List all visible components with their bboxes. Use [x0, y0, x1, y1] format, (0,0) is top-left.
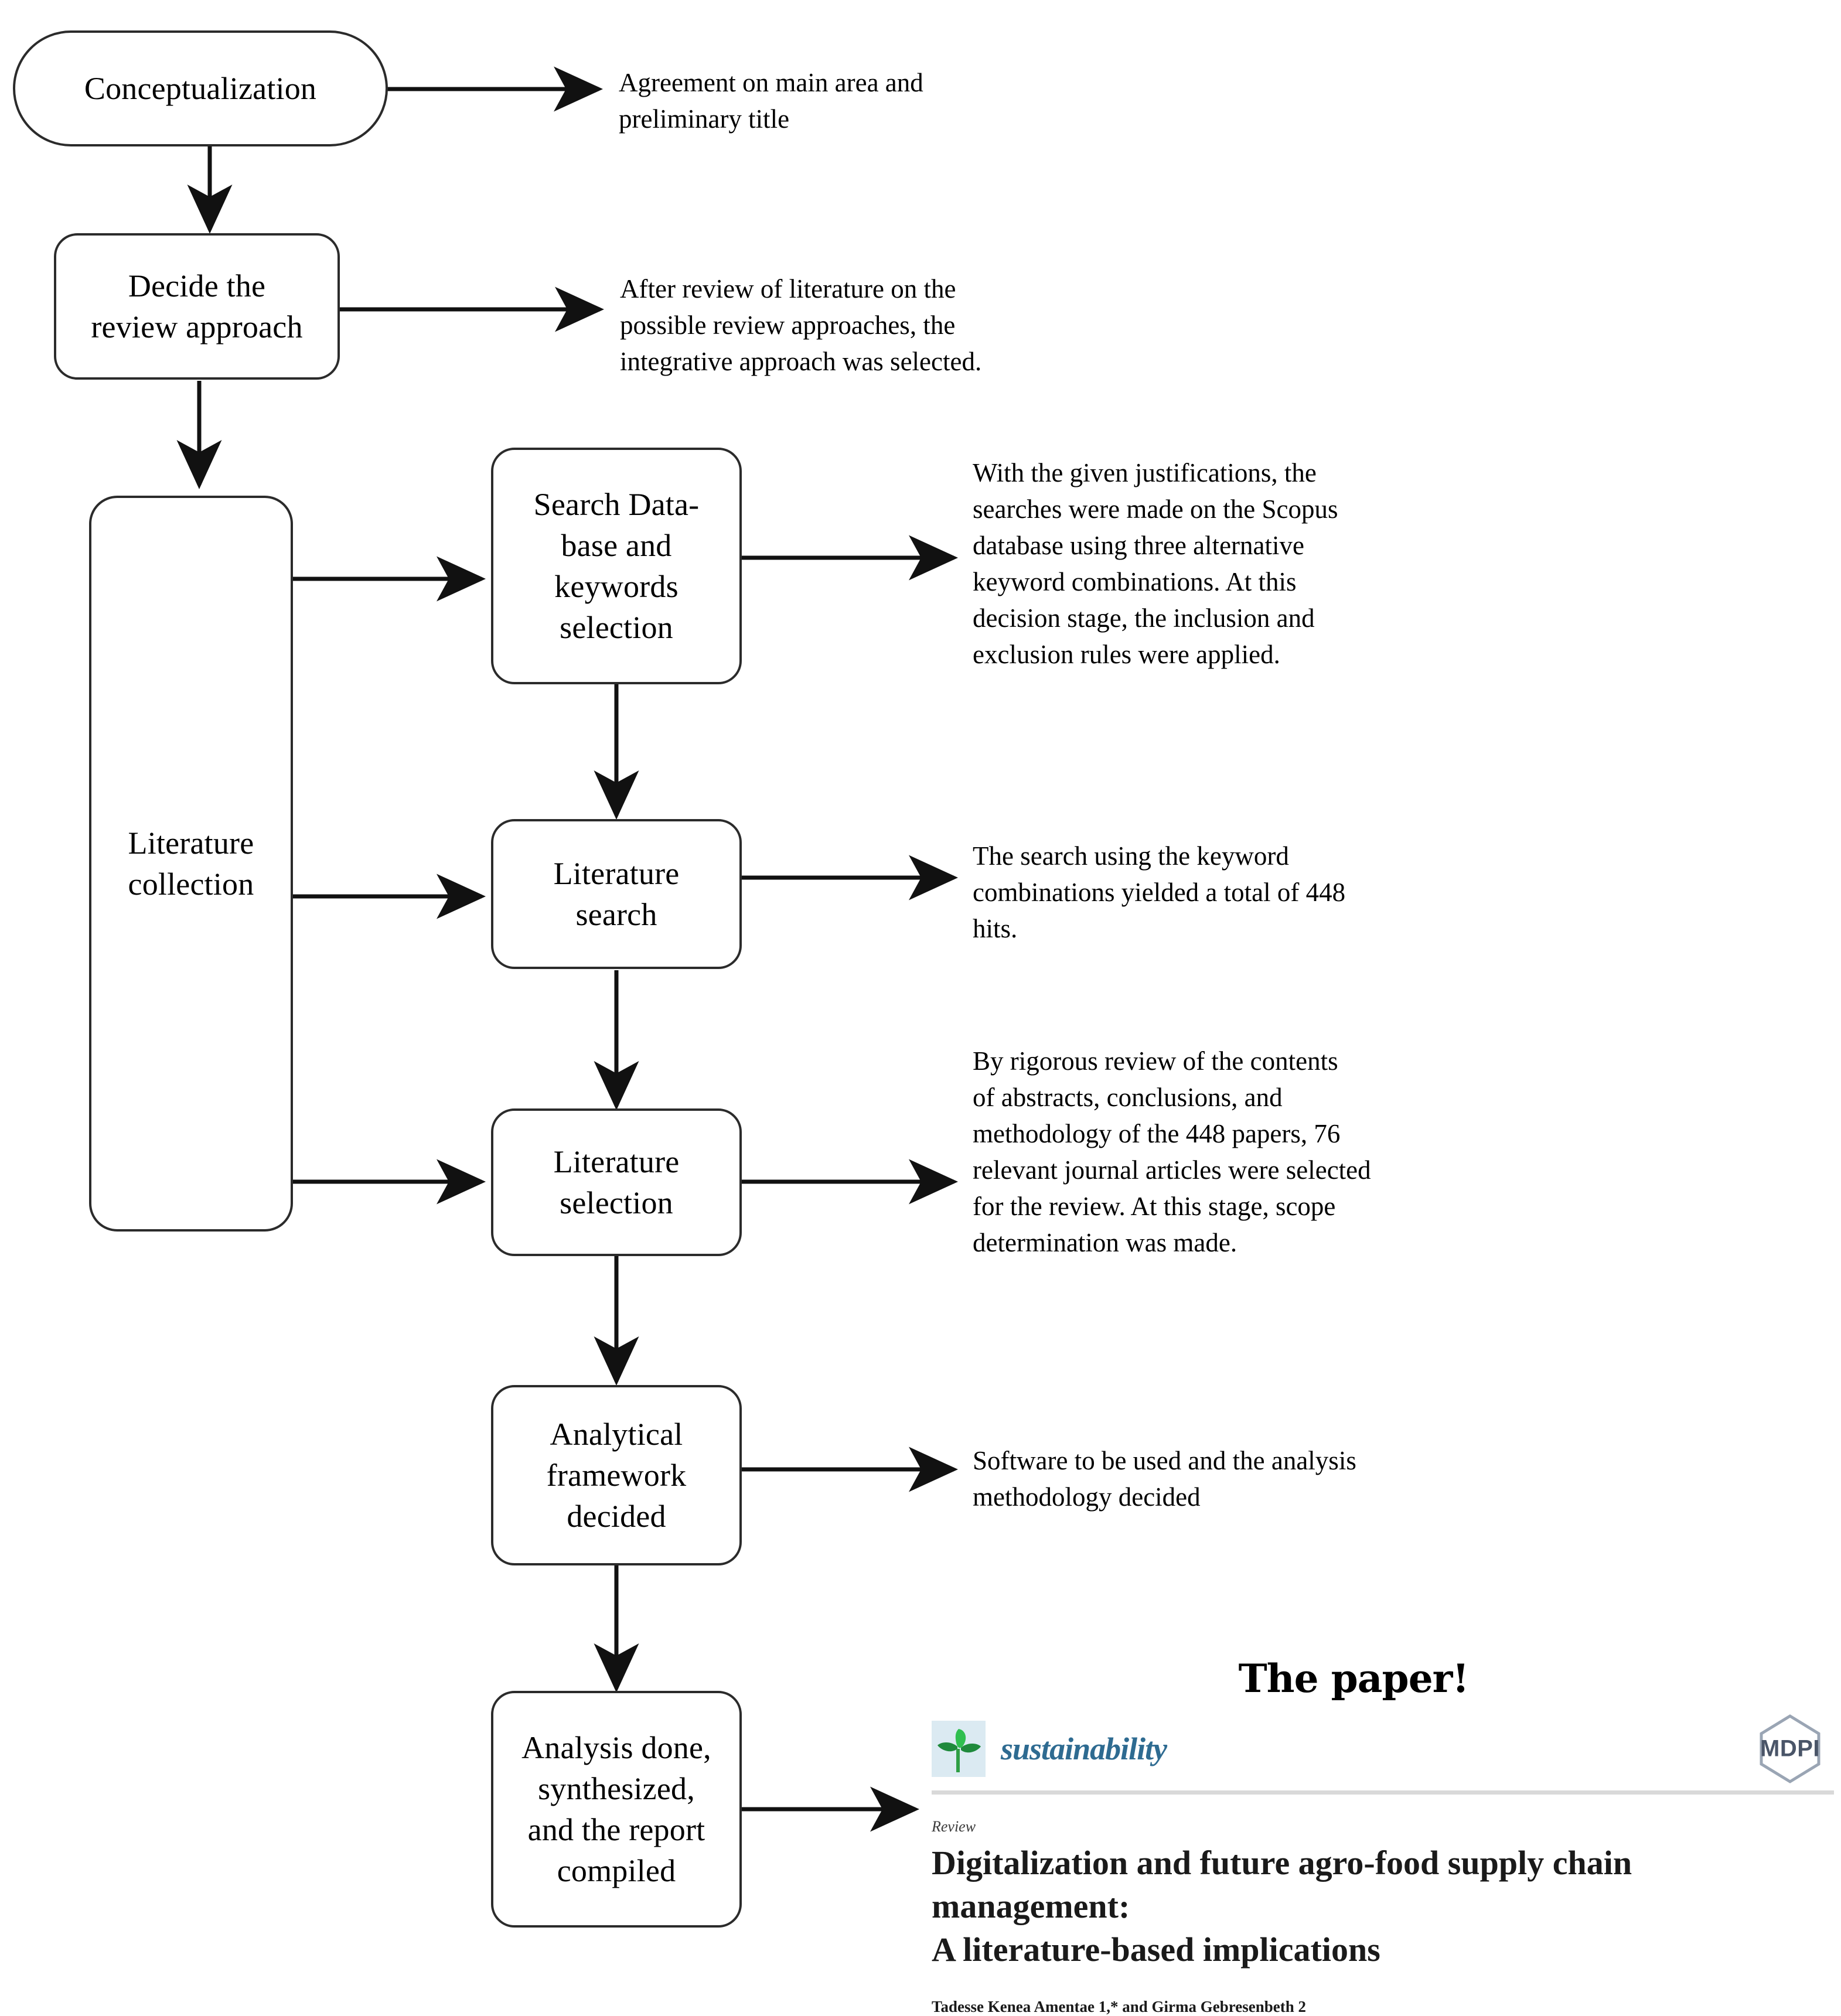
journal-title: sustainability	[1001, 1731, 1167, 1766]
mdpi-logo: MDPI	[1746, 1711, 1834, 1786]
annotation-literature-selection: By rigorous review of the contents of ab…	[973, 1046, 1371, 1258]
paper-header: sustainability MDPI	[932, 1711, 1834, 1787]
node-analytical-framework[interactable]: Analytical framework decided	[491, 1385, 742, 1565]
sustainability-leaf-icon	[932, 1721, 986, 1777]
node-search-database[interactable]: Search Data- base and keywords selection	[491, 448, 742, 684]
annotation-literature-search: The search using the keyword combination…	[973, 841, 1346, 944]
paper-preview[interactable]: sustainability MDPI Review Digitalizatio…	[932, 1711, 1834, 2016]
node-literature-collection[interactable]: Literature collection	[89, 496, 293, 1232]
paper-title: Digitalization and future agro-food supp…	[932, 1844, 1632, 1969]
mdpi-logo-text: MDPI	[1760, 1735, 1820, 1762]
node-decide-review-approach[interactable]: Decide the review approach	[54, 233, 340, 380]
node-literature-selection[interactable]: Literature selection	[491, 1108, 742, 1256]
node-analysis-done[interactable]: Analysis done, synthesized, and the repo…	[491, 1691, 742, 1928]
node-conceptualization[interactable]: Conceptualization	[13, 30, 388, 146]
the-paper-callout-label: The paper!	[1238, 1656, 1470, 1701]
annotation-analytical-framework: Software to be used and the analysis met…	[973, 1446, 1356, 1512]
paper-header-divider	[932, 1790, 1834, 1795]
annotation-review-approach: After review of literature on the possib…	[620, 274, 982, 377]
node-literature-search[interactable]: Literature search	[491, 819, 742, 969]
paper-authors: Tadesse Kenea Amentae 1,* and Girma Gebr…	[932, 1997, 1306, 2015]
journal-logo: sustainability	[932, 1721, 1167, 1777]
paper-article-type: Review	[932, 1818, 976, 1835]
annotation-conceptualization: Agreement on main area and preliminary t…	[619, 68, 923, 134]
annotation-search-database: With the given justifications, the searc…	[973, 458, 1338, 670]
